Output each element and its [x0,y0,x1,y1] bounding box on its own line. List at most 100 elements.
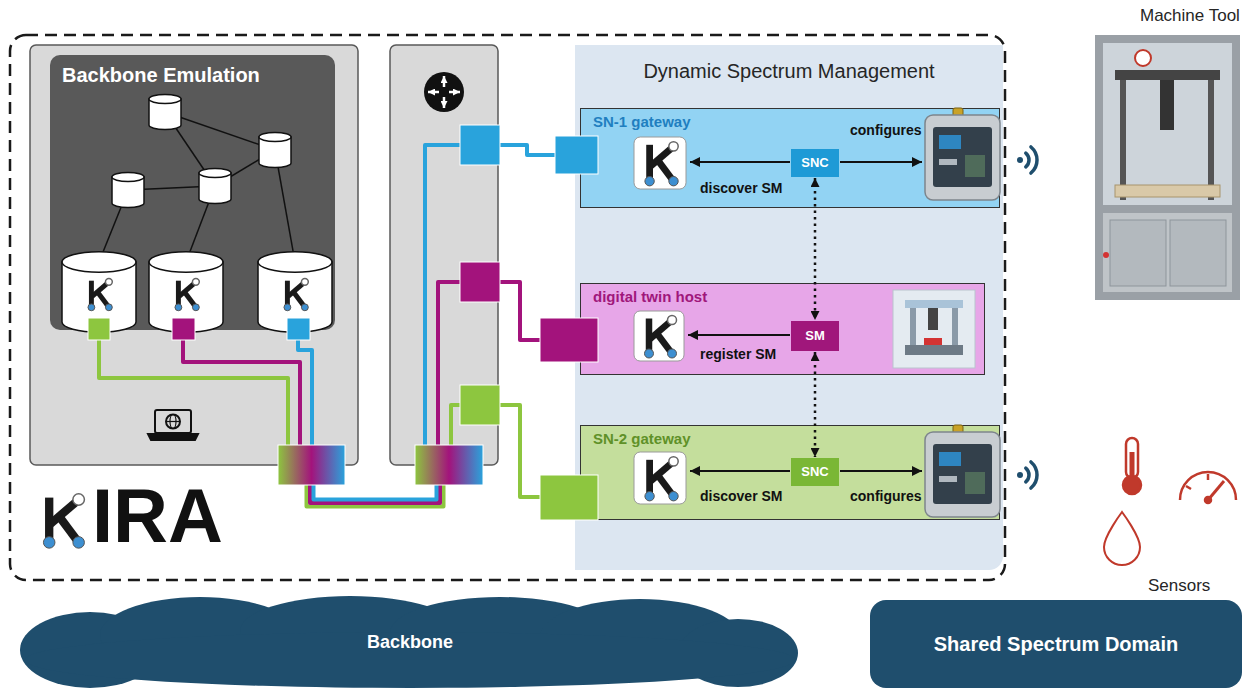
radio-device [965,155,985,177]
network-port [460,262,500,302]
machine-picture [1170,220,1226,286]
arrow [688,162,922,471]
router-icon [449,91,460,94]
arrow [840,161,922,163]
box-label: SN-2 gateway [593,430,691,448]
cable [500,282,540,340]
kira-icon [175,304,182,311]
radio-device [933,127,992,187]
picture-caption: Machine Tool [1140,6,1240,26]
wireless-symbol [1031,462,1037,488]
radio-device [933,444,992,504]
router-cylinder [199,169,231,178]
arrow [840,470,922,472]
router-cylinder [199,169,231,204]
radio-device [965,472,985,494]
arrow [688,334,790,336]
twin-picture [893,290,975,368]
cable [99,340,288,445]
box-label: Shared Spectrum Domain [934,632,1179,656]
machine-picture [1120,72,1126,200]
machine-picture [1095,35,1240,300]
network-graph [62,95,332,333]
router-icon [424,72,464,112]
machine-picture [1095,292,1240,300]
cable [451,405,460,445]
gauge-icon [1207,474,1210,480]
laptop-icon [166,415,180,429]
machine-picture [1103,213,1232,292]
radio-device [939,452,961,466]
arrow-label: discover SM [700,488,782,505]
kira-logo [73,494,85,506]
manager-box: SM [791,321,839,351]
box-label: Dynamic Spectrum Management [643,59,934,83]
wireless-symbol [1026,468,1029,482]
kira-icon [192,304,199,311]
laptop-icon [166,421,180,422]
twin-picture [952,305,958,345]
radio-device [925,425,1000,517]
kira-icon [669,457,678,466]
arrow [690,161,790,163]
kira-logo [43,537,55,549]
router-icon [424,72,464,112]
wireless-symbol [1017,472,1023,478]
kira-icon [634,311,684,361]
kira-icon [88,304,95,311]
cable [99,145,555,507]
kira-icon [301,304,308,311]
machine-picture [1095,35,1240,43]
cable [298,340,312,445]
arrow-label: discover SM [700,180,782,197]
kira-logo [43,494,84,548]
domain-box: Shared Spectrum Domain [870,600,1242,688]
gauge-icon [1186,486,1191,489]
cloud-shape [25,632,795,688]
thermometer-icon [1130,452,1135,480]
kira-icon [634,452,686,504]
wireless-symbol [1017,462,1037,488]
drop-icon [1104,512,1140,565]
radio-device [925,432,1000,517]
wireless-symbol [1026,153,1029,167]
kira-icon [88,278,112,310]
kira-icon [668,316,677,325]
trunk-port [278,445,345,485]
laptop-icon [148,410,198,440]
logo-text: IRA [92,478,223,554]
kira-icon [669,142,678,151]
cable [310,485,440,503]
router-cylinder [259,133,291,142]
kira-icon [284,304,291,311]
box-label: SN-1 gateway [593,113,691,131]
controller-box: SNC [791,458,839,486]
twin-picture [893,290,975,368]
network-port [172,318,195,340]
arrow-label: register SM [700,346,776,363]
cable [425,145,460,445]
box-label: Backbone Emulation [62,63,260,87]
backbone-cloud: Backbone [20,595,800,690]
arrow-label: configures [850,488,922,505]
box-label: digital twin host [593,288,707,306]
box-label: SM [805,328,825,344]
cable [307,485,444,507]
kira-icon [668,349,677,358]
emulation-panel [30,45,358,465]
radio-device [939,476,957,482]
machine-picture [1160,80,1174,130]
kira-icon [634,137,686,189]
box-label: SNC [801,155,828,171]
kira-icon [105,278,112,285]
trunk-port [415,445,483,485]
kira-icon [634,452,686,504]
laptop-icon [148,434,198,440]
wireless-symbol [1031,147,1037,173]
picture-caption: Sensors [1148,576,1210,596]
router-icon [428,91,439,94]
wireless-symbol [1017,157,1023,163]
network-port [555,136,598,174]
radio-device [939,159,957,165]
